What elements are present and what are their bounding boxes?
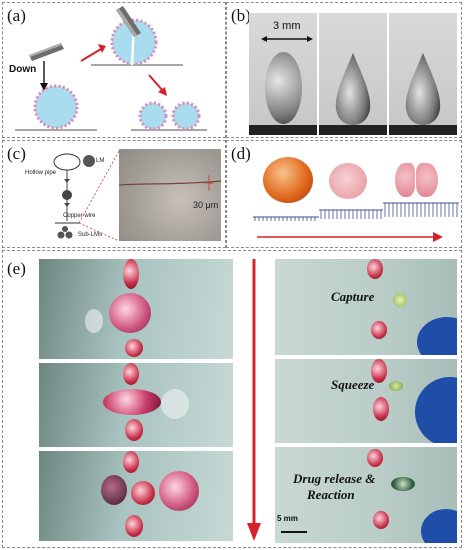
- sub-droplets: [131, 101, 207, 131]
- scale-label-b: 3 mm: [273, 20, 301, 32]
- substrate: [319, 125, 387, 135]
- marble-orange: [263, 157, 313, 203]
- droplet-teardrop-1: [335, 53, 371, 125]
- droplet-teardrop-2: [405, 53, 441, 125]
- scale-bar-b: [261, 36, 313, 42]
- micrograph-c: [119, 149, 221, 241]
- panel-a-diagram: [15, 6, 207, 131]
- photo-e-left-3: [39, 451, 233, 541]
- droplet-left: [15, 84, 97, 131]
- marble-pink-split-1: [395, 163, 415, 197]
- droplet-ellipse: [265, 52, 302, 124]
- marble-pink-flat: [329, 163, 367, 199]
- comb-substrates: [253, 202, 459, 242]
- panel-a-label: (a): [7, 6, 26, 25]
- droplet-splitting: [91, 6, 183, 66]
- photo-e-left-2: [39, 363, 233, 447]
- red-arrow-2: [148, 74, 167, 96]
- scale-label-e: 5 mm: [277, 514, 298, 523]
- squeeze-label: Squeeze: [331, 377, 375, 392]
- scale-bar-e: [281, 531, 307, 533]
- hollow-pipe-label: Hollow pipe: [25, 170, 57, 176]
- scale-label-c: 30 μm: [193, 200, 219, 210]
- red-arrow-d: [257, 232, 443, 242]
- marble-pink-split-2: [416, 163, 438, 197]
- rod-top-left: [29, 43, 64, 61]
- photo-b-2: [319, 13, 387, 135]
- panel-c-schematic: [53, 150, 120, 242]
- panel-e-label: (e): [7, 259, 26, 278]
- panel-b-label: (b): [231, 6, 251, 25]
- substrate: [249, 125, 317, 135]
- lm-label: LM: [96, 158, 105, 164]
- photo-e-right-1: [275, 259, 457, 355]
- copper-wire-label: Copper wire: [63, 213, 96, 219]
- drug-release-label: Drug release &: [293, 471, 376, 486]
- panel-c-label: (c): [7, 144, 26, 163]
- panel-d-label: (d): [231, 144, 251, 163]
- comb-teeth: [254, 203, 458, 221]
- sub-lms-label: Sub-LMs: [78, 232, 103, 238]
- panel-a: (a): [2, 2, 226, 138]
- photo-b-1: [249, 13, 317, 135]
- photo-b-3: [389, 13, 457, 135]
- panel-e: (e) C: [2, 250, 462, 548]
- panel-d: (d): [226, 140, 462, 248]
- photo-e-right-3: [275, 447, 457, 543]
- substrate: [389, 125, 457, 135]
- photo-e-right-2: [275, 359, 457, 443]
- down-label: Down: [9, 64, 37, 75]
- panel-b: (b) 3 mm: [226, 2, 462, 138]
- red-arrow-e: [247, 259, 261, 541]
- capture-label: Capture: [331, 289, 375, 304]
- red-arrow-1: [80, 44, 106, 62]
- reaction-label: Reaction: [307, 487, 355, 502]
- panel-c: (c) Hollow pipe LM Copper wire Sub-LMs 3…: [2, 140, 226, 248]
- photo-e-left-1: [39, 259, 233, 359]
